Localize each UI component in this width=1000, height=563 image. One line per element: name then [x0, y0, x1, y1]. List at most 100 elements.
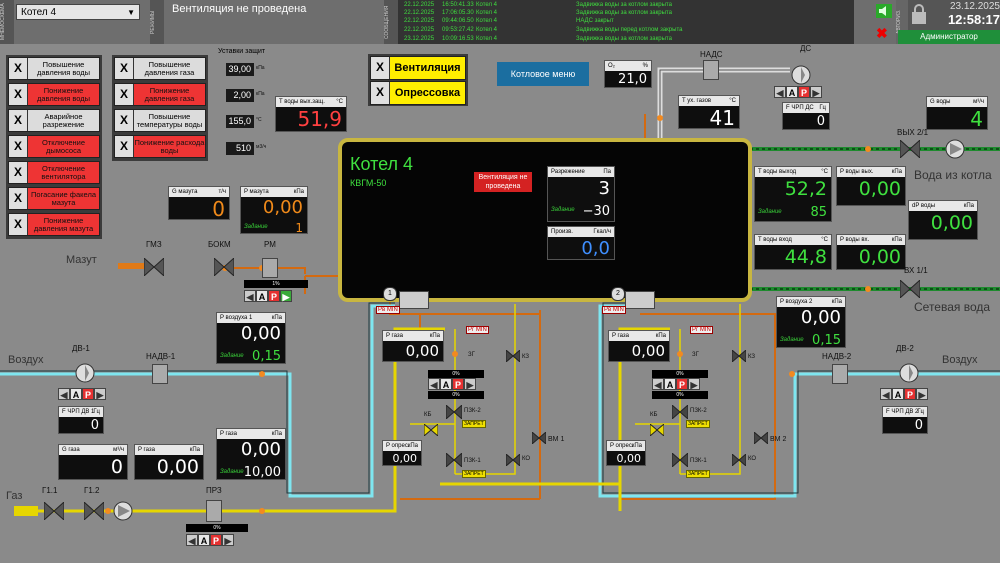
lock-icon[interactable] — [910, 3, 928, 25]
manual-button[interactable]: P — [676, 378, 688, 390]
nadv2-valve-icon[interactable] — [832, 364, 848, 384]
boiler-alarm-badge[interactable]: Вентиляция не проведена — [474, 172, 532, 192]
burner-1-icon[interactable] — [399, 291, 429, 309]
valve-icon[interactable] — [84, 502, 104, 520]
arrow-right-button[interactable]: ▶ — [222, 534, 234, 546]
nadv1-valve-icon[interactable] — [152, 364, 168, 384]
auto-button[interactable]: A — [664, 378, 676, 390]
valve-icon[interactable] — [506, 350, 520, 362]
pump-icon[interactable] — [112, 500, 134, 522]
p-water-out-panel[interactable]: P воды вых.кПа 0,00 — [836, 166, 906, 206]
t-water-out-prot-panel[interactable]: T воды вых.защ.°С 51,9 — [275, 96, 347, 132]
auto-button[interactable]: A — [256, 290, 268, 302]
arrow-right-button[interactable]: ▶ — [810, 86, 822, 98]
manual-button[interactable]: P — [82, 388, 94, 400]
t-flue-gas-panel[interactable]: T ух. газов°С 41 — [678, 95, 740, 130]
setpoint-value[interactable]: 39,00 — [226, 63, 254, 76]
auto-button[interactable]: A — [786, 86, 798, 98]
manual-button[interactable]: P — [452, 378, 464, 390]
t-water-in-panel[interactable]: T воды вход°С 44,8 — [754, 234, 832, 270]
arrow-left-button[interactable]: ◀ — [652, 378, 664, 390]
current-user[interactable]: Администратор — [898, 30, 1000, 44]
rm-valve-icon[interactable] — [262, 258, 278, 278]
manual-button[interactable]: P — [904, 388, 916, 400]
valve-icon[interactable] — [214, 258, 234, 276]
arrow-left-button[interactable]: ◀ — [58, 388, 70, 400]
valve-icon[interactable] — [144, 258, 164, 276]
manual-button[interactable]: P — [798, 86, 810, 98]
production-panel[interactable]: Произв.Гкал/ч 0,0 — [547, 226, 615, 260]
valve-icon[interactable] — [446, 453, 462, 467]
burner-1-marker[interactable]: 1 — [383, 287, 397, 301]
valve-icon[interactable] — [532, 432, 546, 444]
fan-icon[interactable] — [74, 362, 96, 384]
valve-icon[interactable] — [672, 405, 688, 419]
valve-icon[interactable] — [672, 453, 688, 467]
setpoint-value[interactable]: 155,0 — [226, 115, 254, 128]
nads-valve-icon[interactable] — [703, 60, 719, 80]
valve-icon[interactable] — [424, 424, 438, 436]
fan-icon[interactable] — [790, 64, 812, 86]
auto-button[interactable]: A — [198, 534, 210, 546]
prz-valve-icon[interactable] — [206, 500, 222, 522]
p-opr-1-panel[interactable]: P опрес.кПа 0,00 — [382, 440, 422, 466]
arrow-left-button[interactable]: ◀ — [880, 388, 892, 400]
alarm-mute-icon[interactable]: ✖ — [876, 25, 888, 41]
valve-icon[interactable] — [900, 280, 920, 298]
boiler-menu-button[interactable]: Котловое меню — [497, 62, 589, 86]
valve-icon[interactable] — [650, 424, 664, 436]
valve-icon[interactable] — [506, 454, 520, 466]
t-water-out-panel[interactable]: T воды выход°С 52,2 Задание 85 — [754, 166, 832, 222]
manual-button[interactable]: P — [268, 290, 280, 302]
valve-icon[interactable] — [754, 432, 768, 444]
arrow-right-button[interactable]: ▶ — [280, 290, 292, 302]
auto-button[interactable]: A — [440, 378, 452, 390]
tab-mnemoscheme[interactable]: МНЕМОСХЕМА — [0, 0, 14, 44]
valve-icon[interactable] — [44, 502, 64, 520]
arrow-left-button[interactable]: ◀ — [428, 378, 440, 390]
arrow-left-button[interactable]: ◀ — [244, 290, 256, 302]
arrow-right-button[interactable]: ▶ — [916, 388, 928, 400]
speaker-icon[interactable] — [876, 4, 892, 18]
fan-icon[interactable] — [898, 362, 920, 384]
arrow-right-button[interactable]: ▶ — [94, 388, 106, 400]
valve-icon[interactable] — [446, 405, 462, 419]
auto-button[interactable]: A — [70, 388, 82, 400]
o2-panel[interactable]: O₂% 21,0 — [604, 60, 652, 88]
arrow-left-button[interactable]: ◀ — [774, 86, 786, 98]
tab-modes[interactable]: РЕЖИМЫ — [150, 0, 164, 44]
p-opr-2-panel[interactable]: P опрес.кПа 0,00 — [606, 440, 646, 466]
arrow-left-button[interactable]: ◀ — [186, 534, 198, 546]
arrow-right-button[interactable]: ▶ — [464, 378, 476, 390]
pump-icon[interactable] — [944, 138, 966, 160]
tab-messages[interactable]: СООБЩЕНИЯ — [384, 0, 398, 44]
arrow-right-button[interactable]: ▶ — [688, 378, 700, 390]
boiler-select[interactable]: Котел 4 ▼ — [16, 4, 140, 20]
